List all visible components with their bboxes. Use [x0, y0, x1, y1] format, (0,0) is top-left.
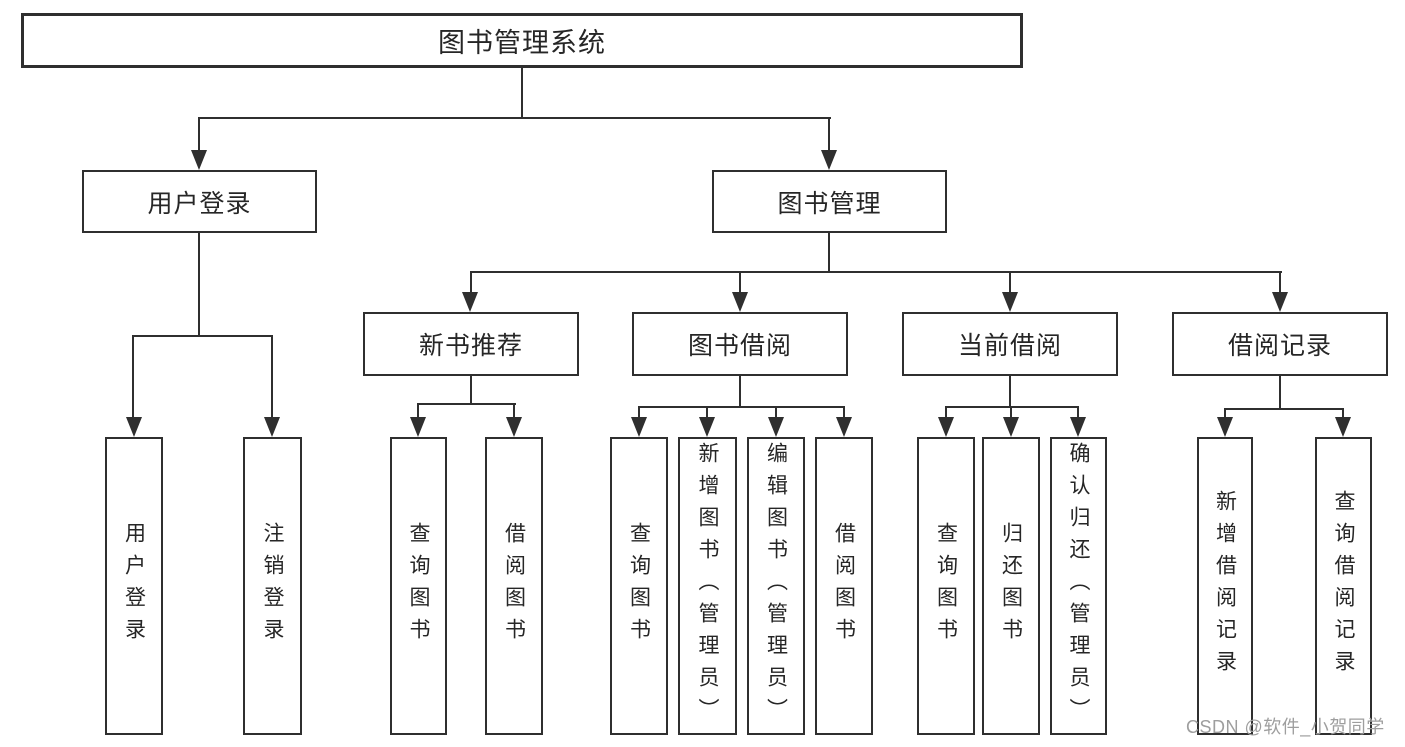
arrowhead-down-icon — [938, 417, 954, 437]
arrowhead-down-icon — [1070, 417, 1086, 437]
connector-borrowing-records-split — [1224, 408, 1344, 410]
node-label: 借阅图书 — [832, 522, 856, 650]
node-label: 借阅记录 — [1227, 332, 1332, 360]
node-current-borrowing: 当前借阅 — [902, 312, 1118, 376]
connector-stub-leaf — [1224, 408, 1226, 419]
connector-current-borrowing-split — [945, 406, 1079, 408]
csdn-watermark: CSDN @软件_小贺同学 — [1186, 717, 1385, 737]
leaf-add-borrow-record: 新增借阅记录 — [1197, 437, 1253, 735]
leaf-borrow-books: 借阅图书 — [815, 437, 873, 735]
connector-stub-leaf-login — [132, 335, 134, 419]
node-label: 新书推荐 — [418, 332, 523, 360]
leaf-edit-books-admin: 编辑图书（管理员） — [747, 437, 805, 735]
leaf-query-books-borrowing: 查询图书 — [610, 437, 668, 735]
node-label: 用户登录 — [122, 522, 146, 650]
node-label: 新增图书（管理员） — [696, 442, 719, 730]
node-label: 当前借阅 — [957, 332, 1062, 360]
connector-stub-user-login — [198, 117, 200, 152]
arrowhead-down-icon — [462, 292, 478, 312]
connector-current-borrowing-stem — [1009, 376, 1011, 408]
node-book-management: 图书管理 — [712, 170, 947, 233]
connector-stub-leaf — [945, 406, 947, 419]
connector-book-management-split — [470, 271, 1282, 273]
connector-book-management-stem — [828, 233, 830, 273]
node-label: 确认归还（管理员） — [1067, 442, 1090, 730]
arrowhead-down-icon — [1002, 292, 1018, 312]
connector-user-login-split — [132, 335, 273, 337]
leaf-query-books-recommend: 查询图书 — [390, 437, 447, 735]
node-label: 图书借阅 — [687, 332, 792, 360]
arrowhead-down-icon — [410, 417, 426, 437]
connector-stub-leaf — [1342, 408, 1344, 419]
connector-stub-book-borrowing — [739, 271, 741, 294]
arrowhead-down-icon — [699, 417, 715, 437]
leaf-query-books-current: 查询图书 — [917, 437, 975, 735]
arrowhead-down-icon — [732, 292, 748, 312]
node-label: 查询图书 — [934, 522, 958, 650]
connector-stub-current-borrowing — [1009, 271, 1011, 294]
connector-stub-leaf — [843, 406, 845, 419]
arrowhead-down-icon — [264, 417, 280, 437]
node-borrowing-records: 借阅记录 — [1172, 312, 1388, 376]
leaf-borrow-books-recommend: 借阅图书 — [485, 437, 543, 735]
node-label: 图书管理 — [777, 189, 882, 218]
node-label: 查询借阅记录 — [1332, 490, 1355, 682]
connector-stub-leaf — [638, 406, 640, 419]
connector-root-split — [198, 117, 831, 119]
connector-stub-book-management — [828, 117, 830, 152]
leaf-confirm-return-admin: 确认归还（管理员） — [1050, 437, 1107, 735]
node-new-book-recommendation: 新书推荐 — [363, 312, 579, 376]
arrowhead-down-icon — [1217, 417, 1233, 437]
arrowhead-down-icon — [506, 417, 522, 437]
arrowhead-down-icon — [1272, 292, 1288, 312]
connector-stub-leaf — [1077, 406, 1079, 419]
arrowhead-down-icon — [768, 417, 784, 437]
arrowhead-down-icon — [191, 150, 207, 170]
arrowhead-down-icon — [126, 417, 142, 437]
connector-user-login-stem — [198, 233, 200, 336]
node-user-login: 用户登录 — [82, 170, 317, 233]
node-label: 编辑图书（管理员） — [764, 442, 788, 730]
leaf-add-books-admin: 新增图书（管理员） — [678, 437, 737, 735]
leaf-return-books: 归还图书 — [982, 437, 1040, 735]
arrowhead-down-icon — [631, 417, 647, 437]
connector-stub-leaf-logout — [271, 335, 273, 419]
connector-stub-borrowing-records — [1279, 271, 1281, 294]
node-label: 归还图书 — [999, 522, 1023, 650]
connector-borrowing-records-stem — [1279, 375, 1281, 410]
node-label: 图书管理系统 — [438, 28, 606, 58]
connector-new-book-stem — [470, 376, 472, 405]
connector-book-borrowing-stem — [739, 376, 741, 408]
arrowhead-down-icon — [821, 150, 837, 170]
connector-book-borrowing-split — [638, 406, 845, 408]
connector-stub-leaf — [1010, 406, 1012, 419]
connector-stub-leaf — [513, 403, 515, 419]
connector-stub-new-book — [470, 271, 472, 294]
leaf-logout: 注销登录 — [243, 437, 302, 735]
node-book-borrowing: 图书借阅 — [632, 312, 848, 376]
node-label: 用户登录 — [147, 189, 252, 218]
connector-stub-leaf — [417, 403, 419, 419]
node-library-management-system: 图书管理系统 — [21, 13, 1023, 68]
node-label: 查询图书 — [627, 522, 651, 650]
connector-stub-leaf — [775, 406, 777, 419]
node-label: 借阅图书 — [502, 522, 526, 650]
leaf-user-login: 用户登录 — [105, 437, 163, 735]
connector-stub-leaf — [706, 406, 708, 419]
node-label: 查询图书 — [407, 522, 430, 650]
arrowhead-down-icon — [836, 417, 852, 437]
connector-root-stem — [521, 68, 523, 118]
node-label: 注销登录 — [261, 522, 284, 650]
node-label: 新增借阅记录 — [1213, 490, 1237, 682]
arrowhead-down-icon — [1335, 417, 1351, 437]
arrowhead-down-icon — [1003, 417, 1019, 437]
leaf-query-borrow-record: 查询借阅记录 — [1315, 437, 1372, 735]
connector-new-book-split — [417, 403, 516, 405]
